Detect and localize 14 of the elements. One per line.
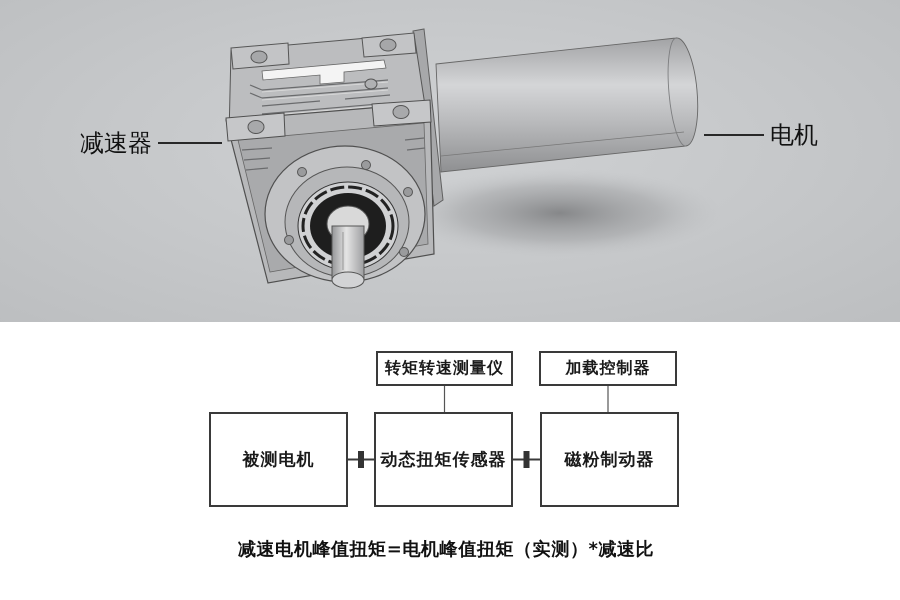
leader-line [704, 134, 764, 136]
leader-line [158, 142, 222, 144]
caption: 减速电机峰值扭矩=电机峰值扭矩（实测）*减速比 [238, 539, 654, 561]
block-box: 转矩转速测量仪 [376, 351, 513, 386]
shaft-line [348, 458, 374, 460]
block-box: 被测电机 [209, 412, 348, 507]
connector-line [607, 386, 609, 412]
block-box: 动态扭矩传感器 [374, 412, 513, 507]
shaft-line [513, 458, 540, 460]
part-label: 电机 [770, 122, 818, 148]
part-label: 减速器 [80, 130, 152, 156]
block-box: 磁粉制动器 [540, 412, 679, 507]
block-box: 加载控制器 [539, 351, 677, 386]
connector-line [444, 386, 446, 412]
